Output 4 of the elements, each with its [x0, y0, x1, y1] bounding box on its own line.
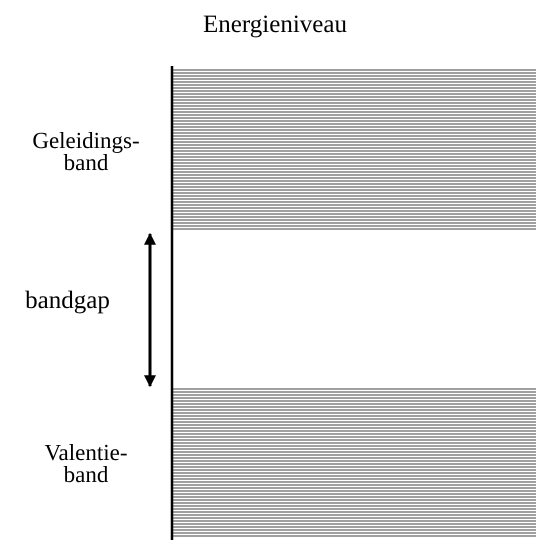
band-label: Geleidings- band [31, 130, 141, 174]
axis-title: Energieniveau [202, 14, 348, 36]
gap-label: bandgap [24, 290, 111, 312]
band-label: Valentie- band [43, 442, 128, 486]
